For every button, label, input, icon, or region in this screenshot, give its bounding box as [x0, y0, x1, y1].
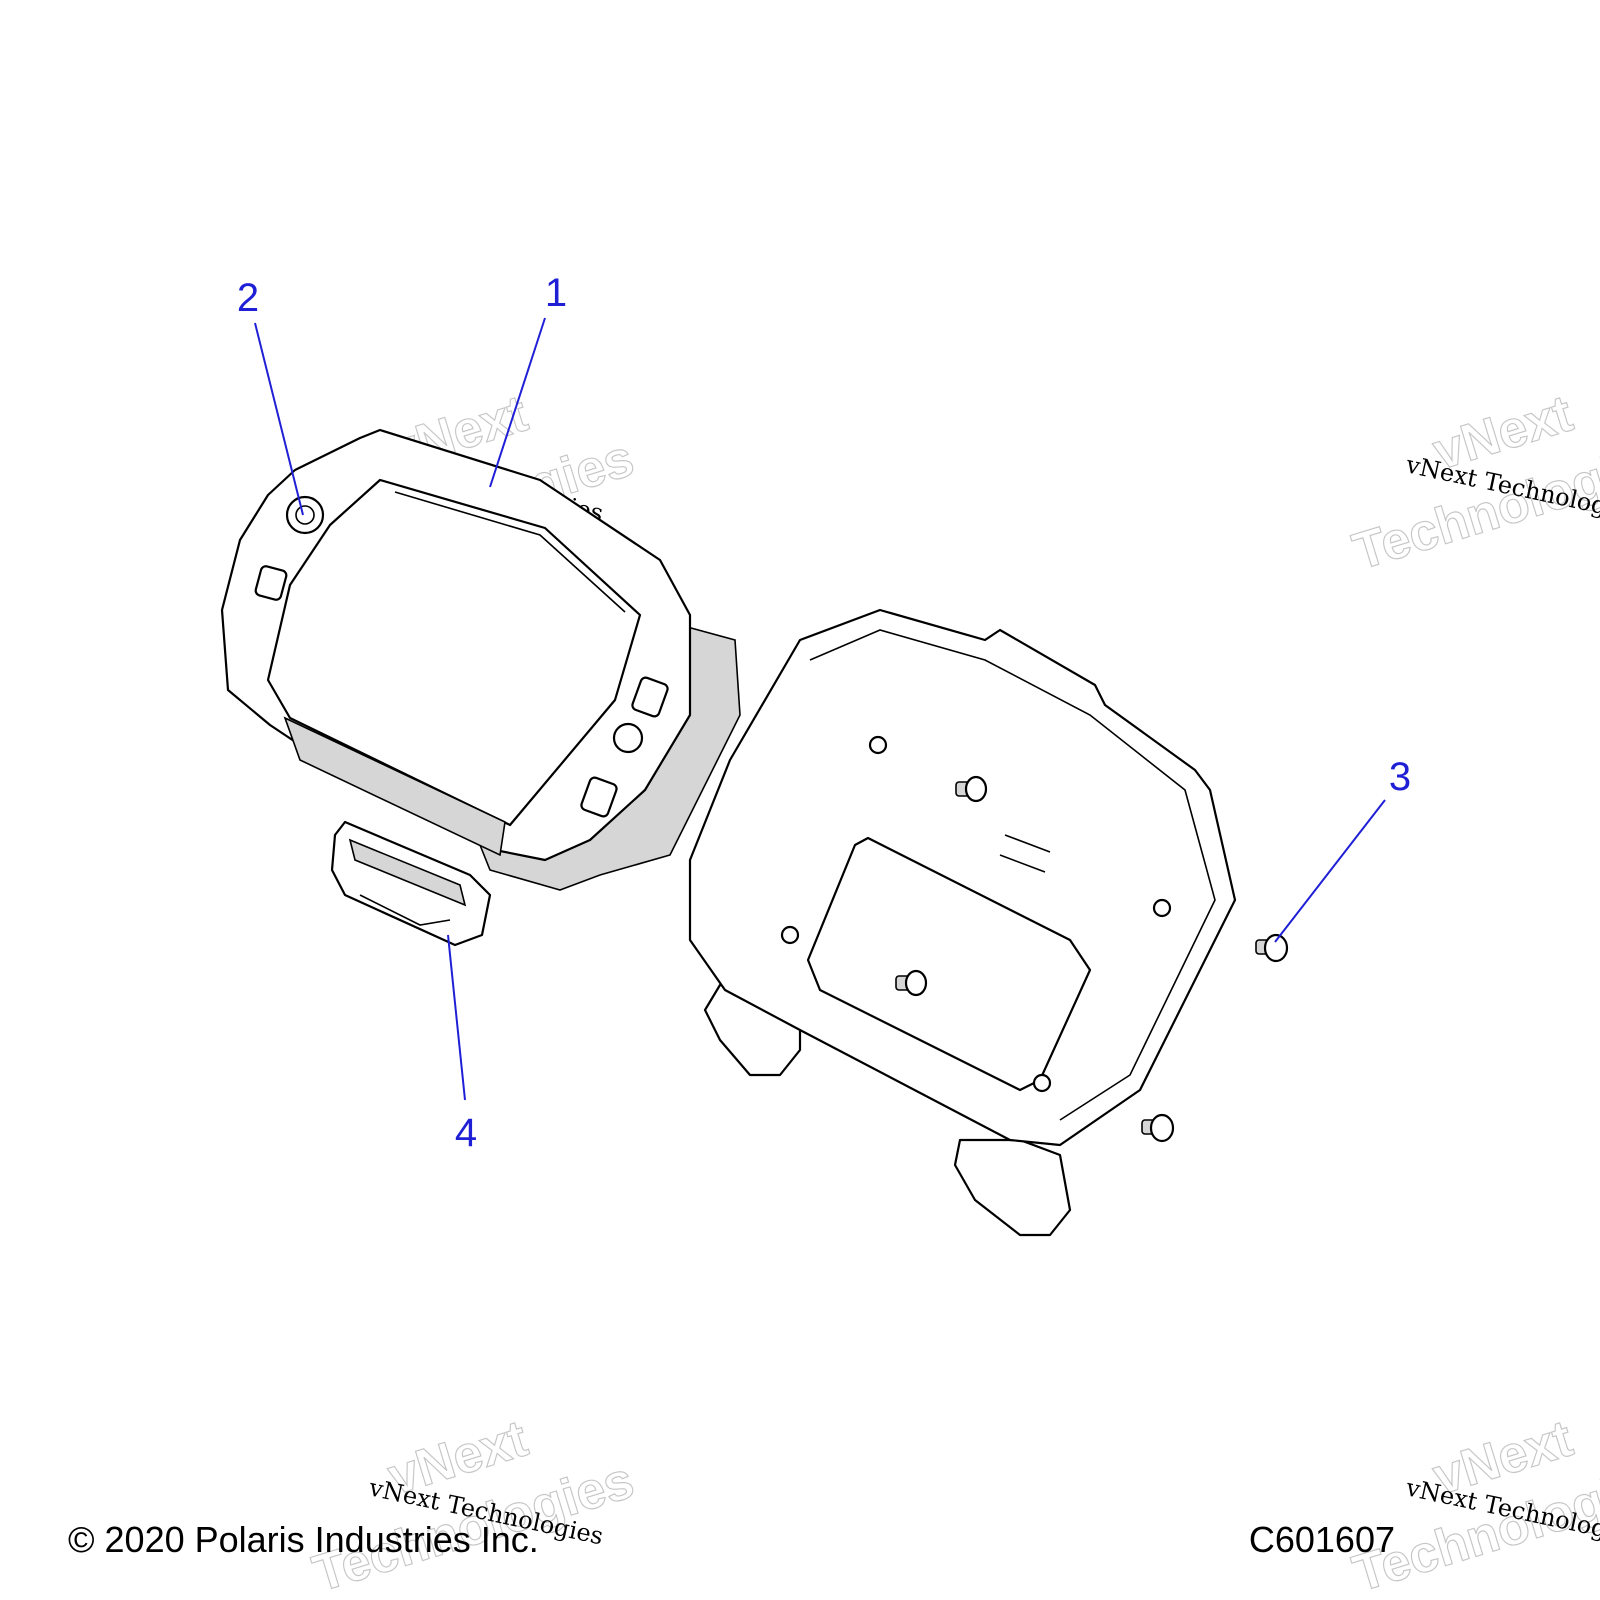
gauge-bottom-lip — [283, 716, 506, 857]
callout-4-leader — [447, 934, 466, 1101]
right-upper-button-icon — [631, 676, 669, 718]
housing-slot-marks — [999, 834, 1051, 873]
housing-screw-lower-icon — [895, 969, 928, 997]
gauge-screen-edge — [394, 491, 626, 613]
cover-cap-edge — [359, 894, 451, 926]
callout-3-label: 3 — [1389, 755, 1411, 799]
drawing-id: C601607 — [1249, 1519, 1395, 1560]
rear-housing — [688, 608, 1237, 1237]
small-cover-cap — [330, 820, 492, 947]
copyright-text: © 2020 Polaris Industries Inc. — [68, 1519, 539, 1560]
housing-bracket-right — [953, 1138, 1072, 1237]
left-button-icon — [254, 565, 288, 601]
callout-3-leader — [1274, 799, 1386, 943]
callout-2-label: 2 — [237, 276, 259, 320]
watermark-bottom-left: vNext Technologies vNext Technologies — [306, 1409, 641, 1600]
callout-1-leader — [489, 317, 546, 488]
callout-1-label: 1 — [545, 271, 567, 315]
mounting-hole-icon — [1032, 1073, 1052, 1093]
watermark-top-right: vNext Technologies vNext Technologies — [1346, 384, 1600, 582]
screw-loose-icon — [1141, 1113, 1175, 1143]
right-lower-button-icon — [580, 776, 618, 818]
gauge-switch-knob-inner — [295, 505, 315, 525]
screw-part-3-icon — [1255, 933, 1289, 963]
housing-flange — [809, 629, 1216, 1121]
watermark-bottom-right: vNext Technologies vNext Technologies — [1346, 1409, 1600, 1600]
mounting-hole-icon — [1152, 898, 1172, 918]
display-gauge-cluster — [220, 428, 741, 891]
housing-screw-upper-icon — [955, 775, 988, 803]
cover-cap-shading — [348, 838, 467, 907]
mounting-hole-icon — [868, 735, 888, 755]
callout-2-leader — [254, 322, 304, 516]
center-knob-icon — [612, 722, 644, 754]
housing-access-panel — [806, 836, 1092, 1092]
callout-4-label: 4 — [455, 1111, 477, 1155]
housing-body — [688, 608, 1237, 1147]
gauge-switch-knob-icon — [285, 495, 325, 535]
mounting-hole-icon — [780, 925, 800, 945]
